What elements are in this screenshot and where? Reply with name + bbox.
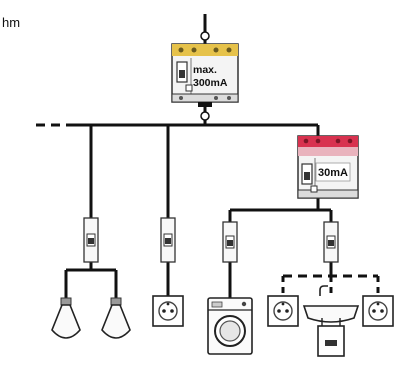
wall-socket-icon (362, 295, 394, 327)
corner-label: hm (2, 15, 20, 30)
wall-socket-icon (267, 295, 299, 327)
wiring (36, 14, 380, 298)
rcd-30ma-device: 30mA (297, 135, 359, 199)
output-terminal (200, 111, 210, 121)
sink-with-water-heater-icon (302, 285, 360, 357)
light-bulb-icon (51, 297, 81, 339)
main-rcd-label-current: 300mA (193, 77, 228, 89)
input-terminal (200, 31, 210, 41)
main-rcd-label-max: max. (193, 64, 217, 76)
light-bulb-icon (101, 297, 131, 339)
washing-machine-icon (207, 297, 253, 355)
circuit-breaker-lighting (83, 217, 99, 263)
rcd-30ma-label: 30mA (318, 167, 348, 179)
wall-socket-icon (152, 295, 184, 327)
circuit-breaker-socket (160, 217, 176, 263)
main-rcd-top-band (172, 44, 238, 56)
circuit-breaker-bathroom (323, 221, 339, 263)
circuit-breaker-washer (222, 221, 238, 263)
rcd-30ma-top-band (298, 136, 358, 147)
main-rcd-device: max. 300mA (171, 31, 239, 121)
